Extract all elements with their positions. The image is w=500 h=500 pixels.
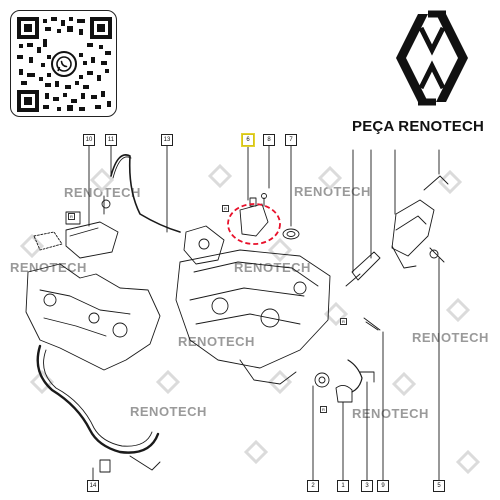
callout-10[interactable]: 10 — [83, 134, 95, 146]
part-tag: R — [68, 213, 75, 220]
callout-2[interactable]: 2 — [307, 480, 319, 492]
watermark-logo-icon — [445, 297, 471, 323]
watermark-logo-icon — [19, 233, 45, 259]
highlight-ring — [227, 203, 281, 245]
watermark-logo-icon — [267, 237, 293, 263]
pump-bracket — [391, 199, 435, 257]
bracket-part — [65, 221, 119, 259]
watermark-logo-icon — [207, 163, 233, 189]
callout-7[interactable]: 7 — [285, 134, 297, 146]
callout-9[interactable]: 9 — [377, 480, 389, 492]
sensor-part — [335, 385, 353, 403]
watermark-logo-icon — [267, 369, 293, 395]
hose-part — [110, 154, 181, 233]
watermark-label: RENOTECH — [64, 185, 141, 200]
engine-center — [175, 249, 331, 369]
pressure-sensor — [239, 203, 269, 237]
watermark-logo-icon — [455, 449, 481, 475]
watermark-logo-icon — [29, 369, 55, 395]
watermark-label: RENOTECH — [352, 406, 429, 421]
qr-code[interactable] — [10, 10, 117, 117]
engine-block — [25, 263, 161, 371]
brand-name: PEÇA RENOTECH — [352, 118, 485, 135]
watermark-label: RENOTECH — [10, 260, 87, 275]
callout-14[interactable]: 14 — [87, 480, 99, 492]
qr-pattern — [17, 17, 112, 112]
injector-rail — [351, 251, 381, 281]
watermark-logo-icon — [391, 371, 417, 397]
whatsapp-icon — [51, 51, 77, 77]
watermark-label: RENOTECH — [294, 184, 371, 199]
watermark-logo-icon — [243, 439, 269, 465]
callout-5[interactable]: 5 — [433, 480, 445, 492]
part-tag: R — [340, 318, 347, 325]
watermark-logo-icon — [437, 169, 463, 195]
watermark-label: RENOTECH — [130, 404, 207, 419]
part-tag: R — [222, 205, 229, 212]
watermark-logo-icon — [89, 167, 115, 193]
renault-logo-icon — [396, 10, 468, 106]
part-tag: R — [320, 406, 327, 413]
callout-6[interactable]: 6 — [242, 134, 254, 146]
callout-1[interactable]: 1 — [337, 480, 349, 492]
callout-13[interactable]: 13 — [161, 134, 173, 146]
coolant-hose — [36, 344, 160, 454]
watermark-logo-icon — [155, 369, 181, 395]
callout-8[interactable]: 8 — [263, 134, 275, 146]
watermark-logo-icon — [323, 301, 349, 327]
callout-11[interactable]: 11 — [105, 134, 117, 146]
watermark-logo-icon — [317, 165, 343, 191]
callout-3[interactable]: 3 — [361, 480, 373, 492]
watermark-label: RENOTECH — [412, 330, 489, 345]
